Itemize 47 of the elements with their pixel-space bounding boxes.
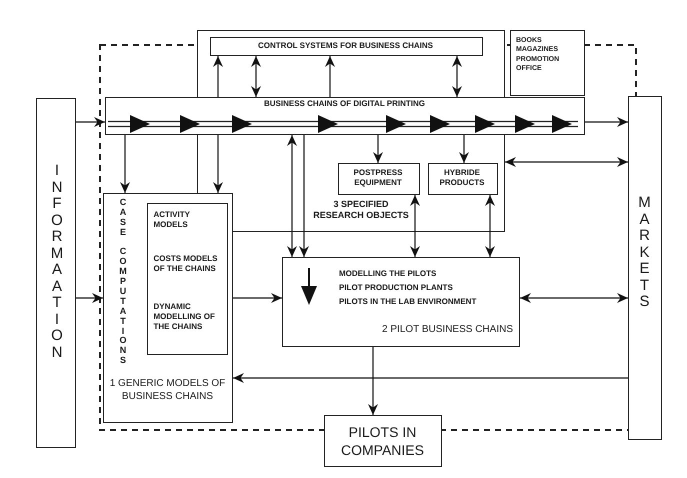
- node-label: PILOTS IN THE LAB ENVIRONMENT: [339, 297, 478, 307]
- arrow: [325, 56, 335, 97]
- process-box: [338, 162, 420, 194]
- arrow: [299, 135, 309, 257]
- node-label: 2 PILOT BUSINESS CHAINS: [381, 324, 513, 336]
- process-box: [428, 162, 498, 194]
- arrow: [485, 195, 495, 257]
- node-label: PILOTS IN COMPANIES: [340, 423, 425, 460]
- arrow: [76, 117, 105, 127]
- process-box: [510, 30, 585, 96]
- arrow: [120, 135, 130, 193]
- models-box: [103, 193, 233, 423]
- node-label: DYNAMIC MODELLING OF THE CHAINS: [154, 302, 216, 332]
- node-label: CONTROL SYSTEMS FOR BUSINESS CHAINS: [257, 40, 434, 50]
- vertical-label: CASE COMPUTATIONS: [118, 198, 128, 366]
- vertical-label: MARKETS: [637, 195, 652, 310]
- arrow: [213, 135, 223, 193]
- arrow: [410, 195, 420, 257]
- arrow: [233, 373, 628, 383]
- arrow: [368, 347, 378, 415]
- arrow: [251, 56, 261, 97]
- arrow: [520, 293, 628, 303]
- target-box: [628, 96, 662, 440]
- box-title: 1 GENERIC MODELS OF BUSINESS CHAINS: [108, 378, 226, 403]
- arrow: [505, 157, 628, 167]
- arrow: [373, 135, 383, 163]
- arrow: [76, 293, 103, 303]
- arrow: [213, 56, 223, 97]
- process-box: [324, 415, 442, 467]
- node-label: ACTIVITY MODELS: [154, 210, 191, 230]
- process-box: [210, 36, 482, 56]
- node-label: POSTPRESS EQUIPMENT: [352, 168, 404, 188]
- node-label: MODELLING THE PILOTS: [339, 269, 438, 279]
- pilot-box: [282, 257, 520, 347]
- arrow: [233, 293, 282, 303]
- process-box: [146, 202, 228, 354]
- arrow: [459, 135, 469, 163]
- node-label: COSTS MODELS OF THE CHAINS: [154, 254, 219, 274]
- node-label: BUSINESS CHAINS OF DIGITAL PRINTING: [262, 99, 426, 109]
- source-box: [36, 98, 76, 448]
- arrow: [452, 56, 462, 97]
- box-title: 3 SPECIFIED RESEARCH OBJECTS: [312, 199, 410, 222]
- node-label: PILOT PRODUCTION PLANTS: [339, 283, 454, 293]
- node-label: HYBRIDE PRODUCTS: [438, 168, 486, 188]
- vertical-label: INFORMAATION: [50, 163, 64, 361]
- arrow: [585, 117, 628, 127]
- arrow: [287, 135, 297, 257]
